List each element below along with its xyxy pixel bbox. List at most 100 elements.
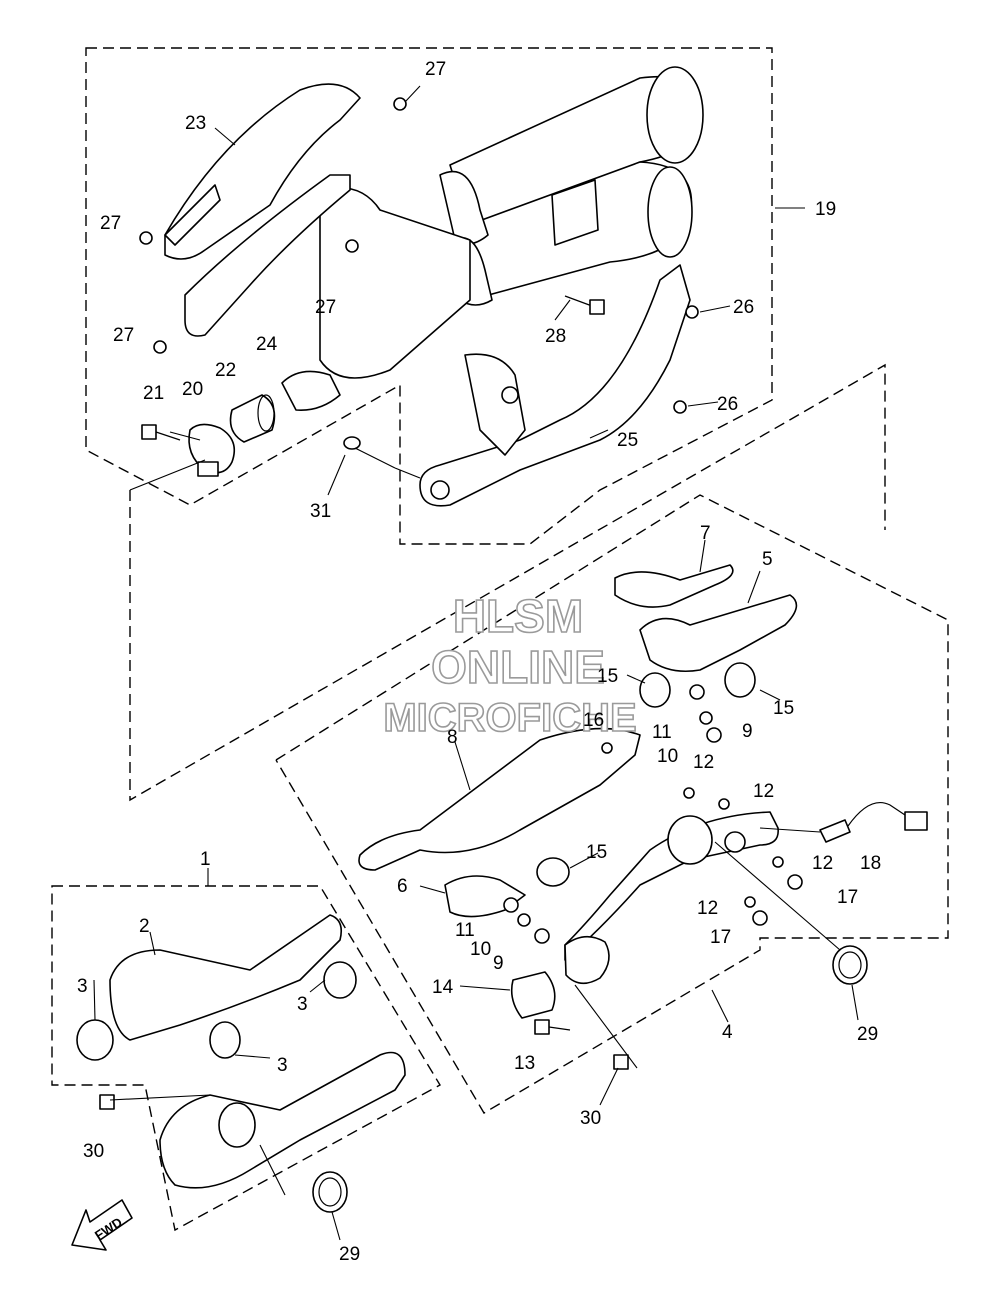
clamp-20[interactable] [188, 423, 236, 477]
callout-16[interactable]: 16 [583, 710, 604, 731]
callout-30-left[interactable]: 30 [83, 1141, 104, 1162]
muffler-stay-bracket[interactable] [419, 264, 691, 507]
callout-2[interactable]: 2 [139, 916, 150, 937]
washer-12c [772, 856, 784, 868]
bolt-13-shank [548, 1026, 571, 1031]
fwd-arrow-icon: FWD [71, 1199, 133, 1251]
callout-12-a[interactable]: 12 [693, 752, 714, 773]
gasket-29-front-ring [832, 945, 868, 985]
callout-29-right[interactable]: 29 [857, 1024, 878, 1045]
bolt-31[interactable] [343, 436, 396, 469]
heat-shield-24[interactable] [184, 174, 351, 337]
bolt-16 [601, 742, 613, 754]
clamp-3c-band [323, 961, 357, 999]
clamp-3c[interactable] [323, 961, 357, 999]
muffler-connector-pipe [319, 186, 471, 379]
joint-pipe-body [281, 370, 341, 412]
gasket-22[interactable] [229, 394, 276, 443]
bolt-9b [534, 928, 550, 944]
callout-12-d[interactable]: 12 [697, 898, 718, 919]
small-hardware [139, 97, 803, 944]
heat-shield-23-tab [164, 184, 221, 246]
callout-27-mid[interactable]: 27 [315, 297, 336, 318]
callout-28[interactable]: 28 [545, 326, 566, 347]
o2-sensor-18[interactable] [819, 801, 928, 843]
muffler-group-outline [85, 47, 773, 545]
heat-shield-8[interactable] [358, 727, 641, 871]
callout-9-bottom[interactable]: 9 [493, 953, 504, 974]
muffler-bracket-plate [551, 179, 599, 246]
callout-24[interactable]: 24 [256, 334, 278, 355]
o2-sensor-body [819, 819, 851, 843]
muffler-upper-end-cap [646, 66, 704, 164]
nut-30-front[interactable] [613, 1054, 629, 1070]
callout-21[interactable]: 21 [143, 383, 164, 404]
callout-18[interactable]: 18 [860, 853, 881, 874]
callout-11-top[interactable]: 11 [652, 722, 672, 743]
callout-20[interactable]: 20 [182, 379, 203, 400]
callout-8[interactable]: 8 [447, 727, 458, 748]
rear-exhaust-pipe[interactable] [159, 1051, 406, 1189]
nut-30-rear[interactable] [99, 1094, 115, 1110]
callout-31[interactable]: 31 [310, 501, 331, 522]
joint-pipe[interactable] [281, 370, 341, 412]
leader-lines [93, 85, 859, 1241]
heat-shield-7[interactable] [614, 564, 734, 608]
callout-15-mid[interactable]: 15 [586, 842, 607, 863]
callout-12-c[interactable]: 12 [812, 853, 833, 874]
callout-3-left[interactable]: 3 [77, 976, 88, 997]
callout-22[interactable]: 22 [215, 360, 236, 381]
callout-15-top-left[interactable]: 15 [597, 666, 618, 687]
callout-9-top[interactable]: 9 [742, 721, 753, 742]
callout-27-top[interactable]: 27 [425, 59, 446, 80]
callout-27-left[interactable]: 27 [100, 213, 121, 234]
gasket-29-front[interactable] [832, 945, 868, 985]
callout-3-mid[interactable]: 3 [277, 1055, 288, 1076]
assembly-group-outline [129, 363, 886, 802]
callout-10-bottom[interactable]: 10 [470, 939, 491, 960]
callout-23[interactable]: 23 [185, 113, 206, 134]
clamp-3b[interactable] [209, 1021, 241, 1059]
front-pipe-group-outline [275, 494, 949, 1114]
callout-11-bottom[interactable]: 11 [455, 920, 475, 941]
callout-29-bottom[interactable]: 29 [339, 1244, 360, 1265]
bolt-27b [139, 231, 153, 245]
heat-shield-5[interactable] [639, 594, 798, 673]
callout-1[interactable]: 1 [200, 849, 211, 870]
bolt-21[interactable] [141, 424, 181, 441]
callout-13[interactable]: 13 [514, 1053, 535, 1074]
clamp-front[interactable] [564, 935, 610, 985]
callout-6[interactable]: 6 [397, 876, 408, 897]
callout-19[interactable]: 19 [815, 199, 836, 220]
callout-26-bottom[interactable]: 26 [717, 394, 738, 415]
clamp-3a[interactable] [76, 1019, 114, 1061]
clamp-3b-band [209, 1021, 241, 1059]
bolt-27c [345, 239, 359, 253]
heat-shield-23[interactable] [164, 83, 361, 260]
bolt-28[interactable] [564, 295, 605, 315]
callout-17-b[interactable]: 17 [710, 927, 731, 948]
callout-12-b[interactable]: 12 [753, 781, 774, 802]
watermark-line2: ONLINE [431, 641, 605, 693]
watermark-line1: HLSM [453, 590, 583, 642]
callout-15-top-right[interactable]: 15 [773, 698, 794, 719]
bolt-13[interactable] [534, 1019, 571, 1035]
callout-26-top[interactable]: 26 [733, 297, 754, 318]
gasket-29-rear[interactable] [312, 1171, 348, 1213]
callout-17-a[interactable]: 17 [837, 887, 858, 908]
callout-27-low[interactable]: 27 [113, 325, 134, 346]
callout-4[interactable]: 4 [722, 1022, 733, 1043]
washer-10a [699, 711, 713, 725]
bolt-21-head [141, 424, 157, 440]
exhaust-pipe-4[interactable] [564, 811, 779, 961]
callout-10-top[interactable]: 10 [657, 746, 678, 767]
callout-3-right[interactable]: 3 [297, 994, 308, 1015]
heat-shield-2[interactable] [109, 914, 343, 1041]
callout-30-right[interactable]: 30 [580, 1108, 601, 1129]
callout-14[interactable]: 14 [432, 977, 454, 998]
callout-25[interactable]: 25 [617, 430, 638, 451]
callout-5[interactable]: 5 [762, 549, 773, 570]
muffler-assembly[interactable] [319, 66, 704, 379]
joint-14[interactable] [510, 971, 556, 1019]
callout-7[interactable]: 7 [700, 523, 711, 544]
